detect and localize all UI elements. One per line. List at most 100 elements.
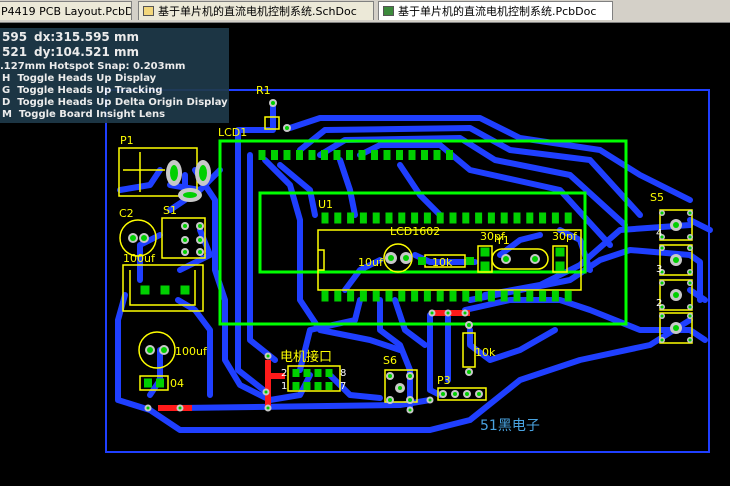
keepout-outlines xyxy=(218,139,628,326)
value-10k-a: 10k xyxy=(432,256,453,269)
u1-pad[interactable] xyxy=(398,290,406,302)
lcd1-pad[interactable] xyxy=(283,150,291,160)
motor-port-pad[interactable] xyxy=(314,382,322,390)
lcd1-pad[interactable] xyxy=(296,150,303,160)
r-10k-pad[interactable] xyxy=(418,257,426,265)
motor-port-pad[interactable] xyxy=(314,369,322,377)
lcd1-pad[interactable] xyxy=(258,150,266,160)
u1-pad[interactable] xyxy=(449,290,457,302)
u1-pad[interactable] xyxy=(564,290,572,302)
u1-pad[interactable] xyxy=(462,212,470,224)
u1-pad[interactable] xyxy=(411,290,419,302)
lcd1-pad[interactable] xyxy=(371,150,378,160)
u1-pad[interactable] xyxy=(449,212,457,224)
via-hole xyxy=(430,311,434,315)
lcd1-pad[interactable] xyxy=(358,150,366,160)
c-10uf-pad-hole xyxy=(403,255,409,261)
u1-pad[interactable] xyxy=(526,212,534,224)
u1-pad[interactable] xyxy=(462,290,470,302)
q4-pad[interactable] xyxy=(144,378,152,388)
s5-pad-hole xyxy=(688,235,692,239)
u1-pad[interactable] xyxy=(500,212,508,224)
motor-port-pad[interactable] xyxy=(303,369,311,377)
designator-u1: U1 xyxy=(318,198,333,211)
u1-pad[interactable] xyxy=(513,212,521,224)
lcd1-pad[interactable] xyxy=(308,150,316,160)
u1-pad[interactable] xyxy=(500,290,508,302)
u1-pad[interactable] xyxy=(334,290,342,302)
shortcut-key: D xyxy=(2,97,11,108)
u1-pad[interactable] xyxy=(359,212,367,224)
u1-pad[interactable] xyxy=(423,212,431,224)
lcd1-pad[interactable] xyxy=(446,150,453,160)
c-30pf-pad[interactable] xyxy=(555,261,565,271)
u1-pad[interactable] xyxy=(359,290,367,302)
u1-pad[interactable] xyxy=(526,290,534,302)
u1-pad[interactable] xyxy=(539,290,547,302)
u1-pad[interactable] xyxy=(347,212,355,224)
u1-pad[interactable] xyxy=(321,212,329,224)
designator-p1: P1 xyxy=(120,134,134,147)
u1-pad[interactable] xyxy=(513,290,521,302)
designator-r1: R1 xyxy=(256,84,271,97)
tab-p4419-pcb-layout[interactable]: P4419 PCB Layout.PcbDoc xyxy=(0,1,132,20)
lcd1-pad[interactable] xyxy=(396,150,403,160)
s5-pad-hole xyxy=(688,270,692,274)
c-30pf-pad[interactable] xyxy=(555,247,565,257)
u1-pad[interactable] xyxy=(475,290,483,302)
tab-pcb-doc[interactable]: 基于单片机的直流电机控制系统.PcbDoc xyxy=(378,1,613,20)
lcd1-pad[interactable] xyxy=(433,150,441,160)
regulator-pad[interactable] xyxy=(140,285,150,295)
motor-port-pad[interactable] xyxy=(292,382,300,390)
lcd1-pad[interactable] xyxy=(333,150,341,160)
motor-port-pad[interactable] xyxy=(325,369,333,377)
u1-pad[interactable] xyxy=(372,212,380,224)
label-motor-port: 电机接口 xyxy=(280,349,332,365)
tab-sch-doc[interactable]: 基于单片机的直流电机控制系统.SchDoc xyxy=(138,1,374,20)
c-30pf-pad[interactable] xyxy=(480,247,490,257)
regulator-pad[interactable] xyxy=(180,285,190,295)
u1-pad[interactable] xyxy=(539,212,547,224)
regulator-pad[interactable] xyxy=(160,285,170,295)
u1-pad[interactable] xyxy=(487,212,495,224)
lcd1-pad[interactable] xyxy=(408,150,416,160)
u1-pad[interactable] xyxy=(551,290,559,302)
lcd1-pad[interactable] xyxy=(383,150,391,160)
designator-s5: S5 xyxy=(650,191,664,204)
hud-dy-readout: dy:104.521 mm xyxy=(34,45,140,59)
u1-pad[interactable] xyxy=(551,212,559,224)
u1-pad[interactable] xyxy=(564,212,572,224)
u1-pad[interactable] xyxy=(423,290,431,302)
u1-pad[interactable] xyxy=(436,290,444,302)
designator-labels: R1 LCD1 P1 C2 S1 U1 LCD1602 30pf 30pf Y1… xyxy=(119,84,664,434)
u1-pad[interactable] xyxy=(436,212,444,224)
pin-label-1: 1 xyxy=(281,381,287,392)
pin-label-7: 7 xyxy=(340,381,346,392)
lcd1-pad[interactable] xyxy=(421,150,428,160)
u1-pad[interactable] xyxy=(411,212,419,224)
u1-pad[interactable] xyxy=(372,290,380,302)
u1-pad[interactable] xyxy=(398,212,406,224)
motor-port-pad[interactable] xyxy=(325,382,333,390)
lcd1-pad[interactable] xyxy=(271,150,278,160)
lcd1-pad[interactable] xyxy=(321,150,328,160)
u1-pad[interactable] xyxy=(487,290,495,302)
u1-pad[interactable] xyxy=(347,290,355,302)
u1-pad[interactable] xyxy=(385,212,393,224)
silkscreen-overlay xyxy=(118,116,693,403)
r-10k-pad[interactable] xyxy=(466,257,474,265)
c-30pf-pad[interactable] xyxy=(480,261,490,271)
u1-pad[interactable] xyxy=(475,212,483,224)
lcd1-pad[interactable] xyxy=(346,150,353,160)
motor-port-pad[interactable] xyxy=(303,382,311,390)
motor-port-pad[interactable] xyxy=(292,369,300,377)
c2-pad-hole xyxy=(141,235,147,241)
q4-pad[interactable] xyxy=(156,378,164,388)
u1-pad[interactable] xyxy=(385,290,393,302)
component-pads[interactable] xyxy=(128,99,693,414)
board-outline xyxy=(105,89,710,453)
u1-pad[interactable] xyxy=(321,290,329,302)
p1-pads[interactable] xyxy=(166,160,211,202)
u1-pad[interactable] xyxy=(334,212,342,224)
